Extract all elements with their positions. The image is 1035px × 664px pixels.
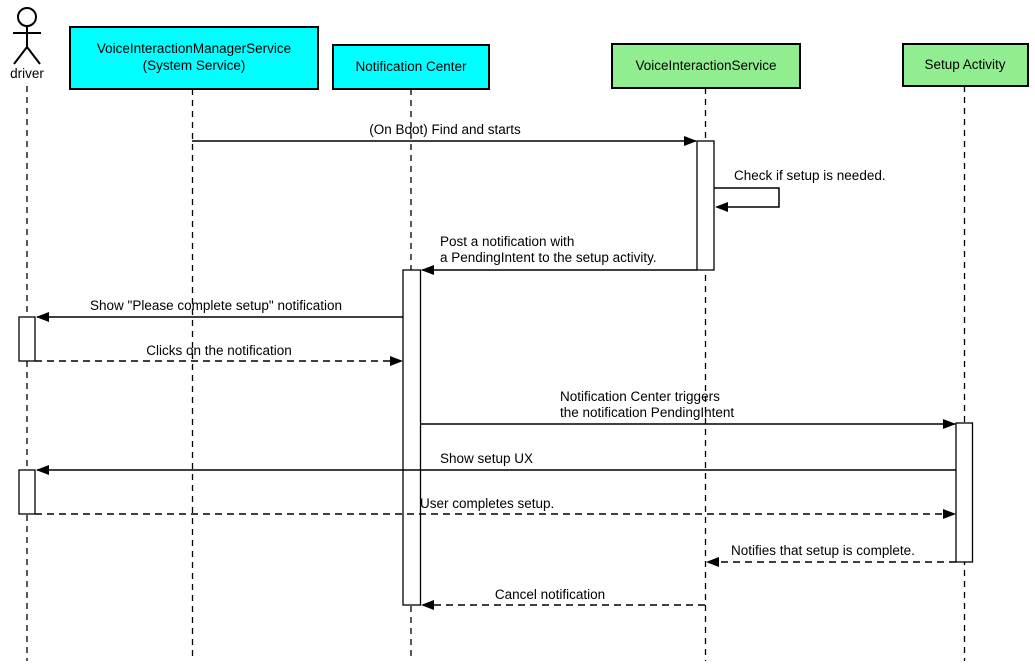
message-label-line2: a PendingIntent to the setup activity. [440,250,657,265]
message-label-line1: Notification Center triggers [560,389,720,404]
message-label: Show setup UX [440,451,533,466]
participant-box-setup-activity [902,43,1029,87]
message-label: Show "Please complete setup" notificatio… [90,298,342,313]
message-setup-complete: Notifies that setup is complete. [706,543,956,567]
message-trigger-pending-intent: Notification Center triggers the notific… [420,389,956,429]
message-check-if-setup-needed: Check if setup is needed. [714,168,886,212]
message-label: Check if setup is needed. [734,168,886,183]
actor-driver: driver [10,7,44,81]
activation-bar-setup-activity [955,422,974,563]
message-user-completes-setup: User completes setup. [35,496,956,519]
arrowhead-left-icon [36,465,49,475]
message-clicks-notification: Clicks on the notification [35,343,403,366]
participant-setup-activity: Setup Activity [902,43,1029,87]
participant-box-vims [69,26,319,90]
arrowhead-right-icon [390,356,403,366]
arrowhead-left-icon [421,600,434,610]
arrowhead-left-icon [421,265,434,275]
message-cancel-notification: Cancel notification [421,587,705,610]
arrowhead-right-icon [943,509,956,519]
participant-label-vims-line1: VoiceInteractionManagerService [97,41,291,56]
message-label: User completes setup. [420,496,554,511]
message-show-setup-notification: Show "Please complete setup" notificatio… [36,298,403,322]
actor-label: driver [10,66,44,81]
participant-box-voice-interaction-service [611,43,801,89]
message-post-notification: Post a notification with a PendingIntent… [421,234,697,275]
participant-notification-center: Notification Center [332,44,490,90]
message-label: Cancel notification [495,587,605,602]
arrowhead-left-icon [715,202,728,212]
participant-label-voice-interaction-service: VoiceInteractionService [635,58,776,73]
message-label: (On Boot) Find and starts [369,122,521,137]
message-find-and-starts: (On Boot) Find and starts [192,122,697,146]
activation-bar-voice-interaction-service [696,140,715,271]
participant-label-vims-line2: (System Service) [143,58,246,73]
actor-left-leg-icon [13,46,28,65]
activation-bar-notification-center [402,269,422,606]
participant-vims: VoiceInteractionManagerService (System S… [69,26,319,90]
self-message-line [714,187,780,208]
arrowhead-left-icon [36,312,49,322]
message-label-line1: Post a notification with [440,234,574,249]
activation-bar-driver-1 [18,316,36,362]
participant-label-setup-activity: Setup Activity [924,57,1005,72]
participant-voice-interaction-service: VoiceInteractionService [611,43,801,89]
message-label: Clicks on the notification [146,343,292,358]
actor-right-leg-icon [26,46,41,65]
actor-head-icon [17,7,37,27]
arrowhead-right-icon [943,419,956,429]
activation-bar-driver-2 [18,469,36,515]
message-label: Notifies that setup is complete. [731,543,915,558]
message-show-setup-ux: Show setup UX [36,451,956,475]
participant-box-notification-center [332,44,490,90]
message-label-line2: the notification PendingIntent [560,405,734,420]
arrowhead-right-icon [684,136,697,146]
arrowhead-left-icon [706,557,719,567]
participant-label-notification-center: Notification Center [355,59,467,74]
